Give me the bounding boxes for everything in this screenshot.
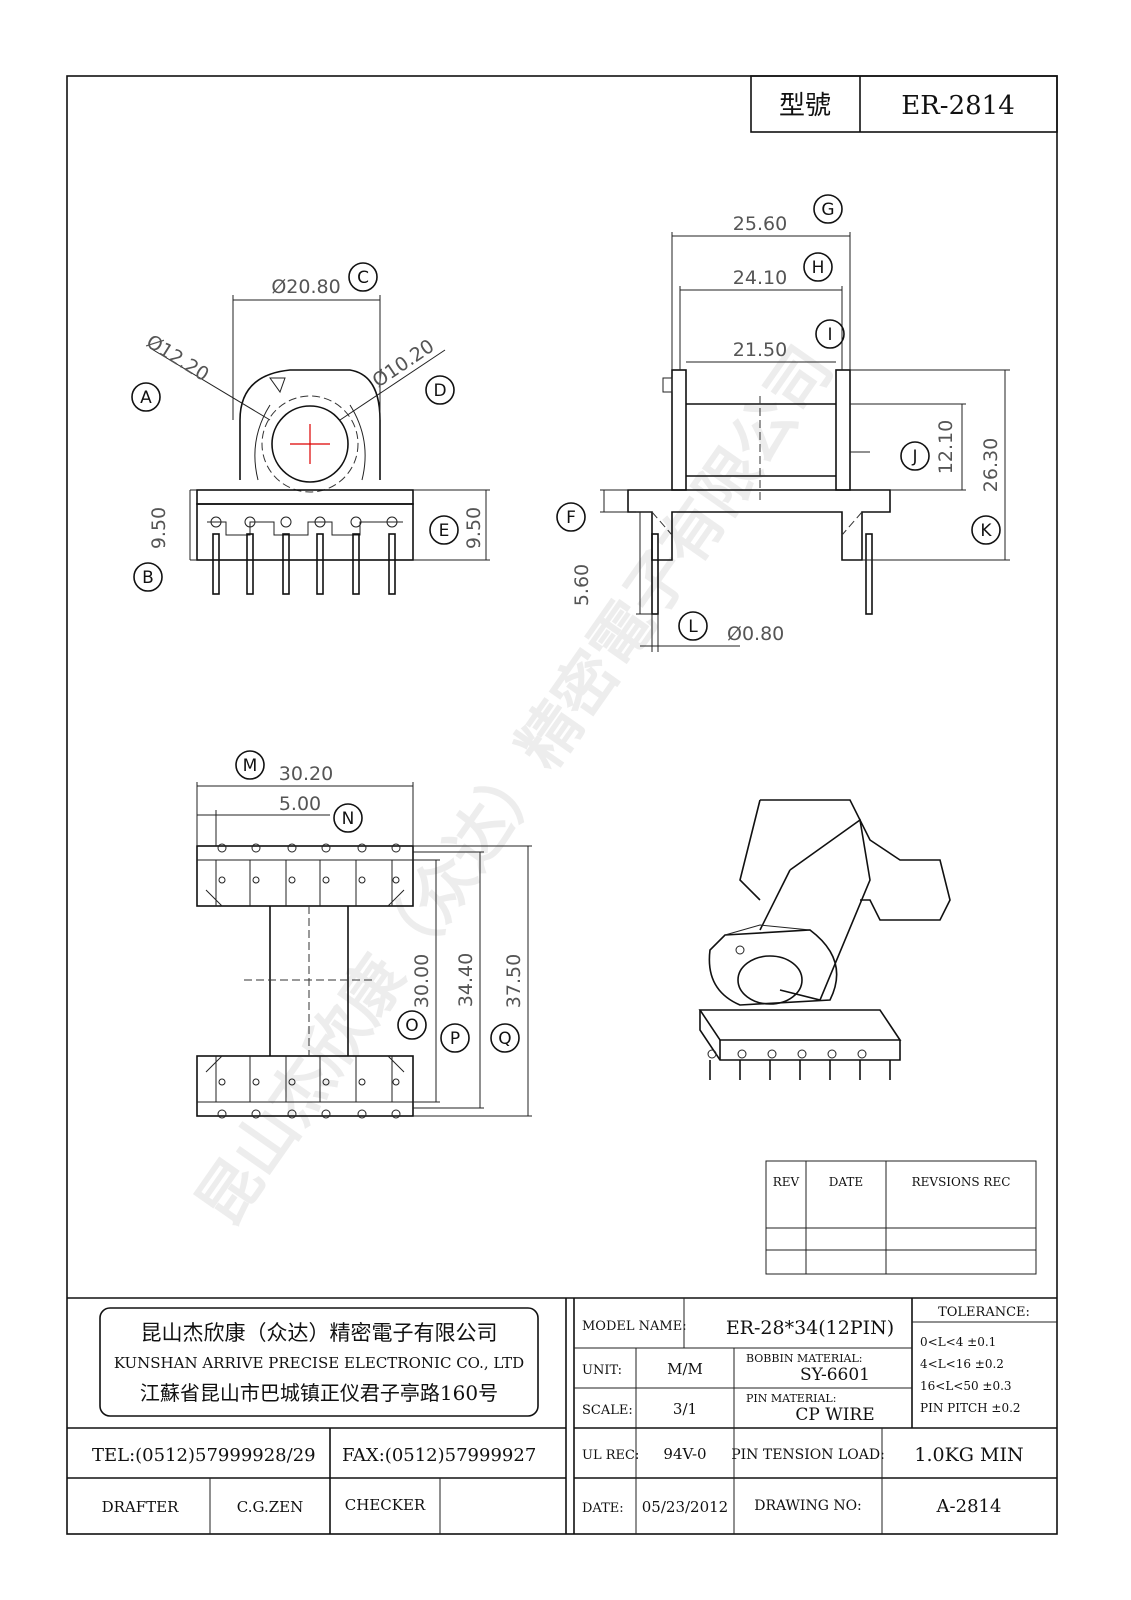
header-model-value: ER-2814 [901, 91, 1015, 121]
svg-text:A: A [140, 388, 152, 408]
svg-text:G: G [821, 200, 834, 220]
dim-l-text: Ø0.80 [727, 623, 784, 645]
dim-f-text: 5.60 [571, 564, 593, 606]
svg-text:H: H [812, 258, 825, 278]
side-view: 25.60 24.10 21.50 12.10 26.30 5.60 Ø0.80 [571, 213, 1010, 652]
sheet-border [66, 75, 1058, 1535]
callout-l: L [678, 611, 708, 641]
tolerance-row: 4<L<16 ±0.2 [920, 1357, 1004, 1371]
pin-tension-value: 1.0KG MIN [914, 1444, 1023, 1466]
company-address: 江蘇省昆山市巴城镇正仪君子亭路160号 [140, 1381, 498, 1405]
svg-text:B: B [142, 568, 154, 588]
tolerance-row: PIN PITCH ±0.2 [920, 1401, 1021, 1415]
callout-g: G [813, 194, 843, 224]
header-model-label: 型號 [779, 91, 831, 121]
dim-o-text: 30.00 [411, 954, 433, 1008]
svg-text:O: O [405, 1016, 418, 1036]
checker-label: CHECKER [345, 1496, 426, 1514]
svg-text:D: D [433, 381, 446, 401]
bottom-view: 30.20 5.00 30.00 34.40 37.50 [196, 763, 532, 1119]
model-name-label: MODEL NAME: [582, 1319, 687, 1334]
isometric-view [698, 799, 951, 1080]
bobbin-material-value: SY-6601 [800, 1365, 870, 1385]
pin-material-value: CP WIRE [795, 1405, 874, 1425]
dim-c-text: Ø20.80 [271, 276, 340, 298]
header-model-box: 型號 ER-2814 [750, 75, 1058, 133]
svg-text:L: L [688, 617, 698, 637]
callout-o: O [397, 1010, 427, 1040]
ul-rec-label: UL REC: [582, 1448, 639, 1463]
drafter-label: DRAFTER [102, 1498, 180, 1516]
model-name-value: ER-28*34(12PIN) [726, 1317, 894, 1339]
svg-text:F: F [566, 508, 576, 528]
dim-j-text: 12.10 [935, 420, 957, 474]
callout-m: M [235, 750, 265, 780]
drawing-no-label: DRAWING NO: [754, 1498, 862, 1514]
scale-label: SCALE: [582, 1403, 633, 1418]
drafter-value: C.G.ZEN [237, 1498, 303, 1516]
company-block: 昆山杰欣康（众达）精密電子有限公司 KUNSHAN ARRIVE PRECISE… [67, 1297, 1057, 1534]
svg-text:P: P [450, 1029, 460, 1049]
callout-a: A [131, 382, 161, 412]
callout-p: P [440, 1023, 470, 1053]
pin-material-label: PIN MATERIAL: [746, 1392, 836, 1405]
unit-value: M/M [667, 1360, 703, 1378]
revisions-header: REVSIONS REC [912, 1175, 1011, 1189]
dimension-callouts: A B C D E F G H I J K L M N O P Q [131, 194, 1001, 1053]
callout-e: E [429, 515, 459, 545]
revision-table: REV DATE REVSIONS REC [765, 1160, 1037, 1275]
dim-p-text: 34.40 [455, 953, 477, 1007]
callout-n: N [333, 803, 363, 833]
company-name-cn: 昆山杰欣康（众达）精密電子有限公司 [141, 1321, 498, 1345]
date-value: 05/23/2012 [642, 1498, 728, 1516]
dim-e-text: 9.50 [463, 507, 485, 549]
dim-i-text: 21.50 [733, 339, 787, 361]
callout-q: Q [490, 1023, 520, 1053]
bobbin-material-label: BOBBIN MATERIAL: [746, 1352, 863, 1365]
company-fax: FAX:(0512)57999927 [342, 1445, 536, 1466]
drawing-no-value: A-2814 [936, 1496, 1002, 1517]
pin-tension-label: PIN TENSION LOAD: [731, 1447, 885, 1463]
dim-k-text: 26.30 [980, 438, 1002, 492]
callout-h: H [803, 252, 833, 282]
rev-header: REV [773, 1175, 800, 1189]
svg-text:C: C [357, 268, 369, 288]
dim-h-text: 24.10 [733, 267, 787, 289]
dim-b-text: 9.50 [148, 507, 170, 549]
front-view: Ø20.80 Ø12.20 Ø10.20 9.50 9.50 [142, 276, 490, 595]
company-tel: TEL:(0512)57999928/29 [92, 1445, 316, 1466]
title-block: MODEL NAME: ER-28*34(12PIN) UNIT: M/M BO… [573, 1298, 1057, 1534]
svg-text:J: J [911, 447, 917, 467]
svg-text:I: I [827, 325, 832, 345]
tolerance-block: TOLERANCE: 0<L<4 ±0.1 4<L<16 ±0.2 16<L<5… [912, 1305, 1057, 1415]
unit-label: UNIT: [582, 1363, 622, 1378]
dim-g-text: 25.60 [733, 213, 787, 235]
svg-text:K: K [980, 521, 992, 541]
callout-k: K [971, 515, 1001, 545]
tolerance-title: TOLERANCE: [938, 1305, 1030, 1320]
company-name-en: KUNSHAN ARRIVE PRECISE ELECTRONIC CO., L… [114, 1354, 524, 1372]
callout-b: B [133, 562, 163, 592]
callout-j: J [900, 441, 930, 471]
tolerance-row: 16<L<50 ±0.3 [920, 1379, 1012, 1393]
dim-q-text: 37.50 [503, 954, 525, 1008]
svg-text:N: N [342, 809, 355, 829]
date-header: DATE [829, 1175, 863, 1189]
svg-text:M: M [243, 756, 258, 776]
tolerance-row: 0<L<4 ±0.1 [920, 1335, 996, 1349]
date-label: DATE: [582, 1501, 624, 1516]
dim-m-text: 30.20 [279, 763, 333, 785]
callout-d: D [425, 375, 455, 405]
scale-value: 3/1 [673, 1400, 697, 1418]
callout-i: I [815, 319, 845, 349]
svg-text:E: E [439, 521, 450, 541]
callout-c: C [348, 262, 378, 292]
callout-f: F [556, 502, 586, 532]
svg-text:Q: Q [498, 1029, 511, 1049]
dim-a-text: Ø12.20 [142, 331, 212, 386]
dim-n-text: 5.00 [279, 793, 321, 815]
ul-rec-value: 94V-0 [663, 1445, 706, 1463]
